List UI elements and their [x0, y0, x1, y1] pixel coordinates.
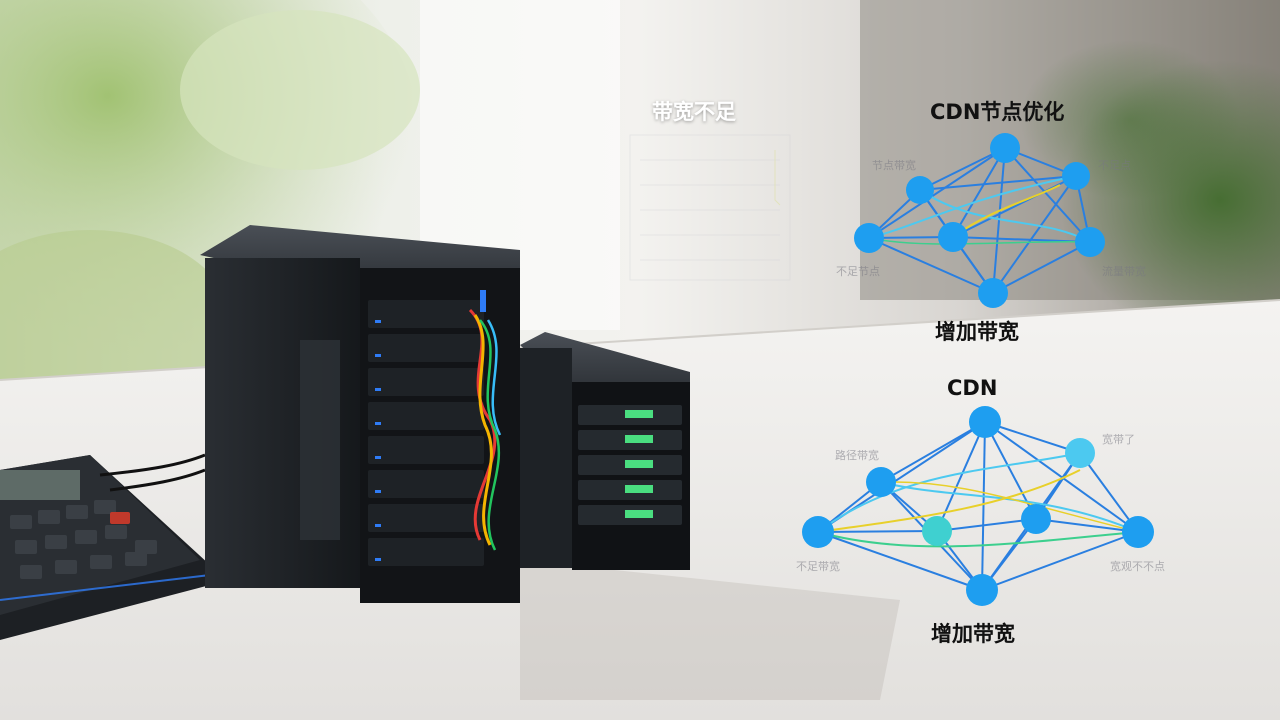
- label-bandwidth-shortage: 带宽不足: [652, 100, 736, 124]
- faint-label: 不足点: [1098, 159, 1131, 172]
- keyboard: [0, 453, 211, 640]
- network-node: [1021, 504, 1051, 534]
- faint-label: 节点带宽: [872, 159, 916, 172]
- network-bottom-nodes: [802, 406, 1154, 606]
- label-increase-bandwidth-bottom: 增加带宽: [931, 622, 1015, 646]
- network-node: [990, 133, 1020, 163]
- server-small: [520, 332, 690, 570]
- network-node: [978, 278, 1008, 308]
- network-node: [866, 467, 896, 497]
- faint-label: 不足节点: [836, 265, 880, 278]
- network-node: [802, 516, 834, 548]
- label-increase-bandwidth-top: 增加带宽: [935, 320, 1019, 344]
- network-bottom: [817, 421, 1139, 591]
- network-node: [1075, 227, 1105, 257]
- network-node: [906, 176, 934, 204]
- faint-label: 路径带宽: [835, 449, 879, 462]
- label-cdn-optimization: CDN节点优化: [930, 100, 1065, 124]
- server-large: [200, 225, 520, 603]
- faint-label: 流量带宽: [1102, 265, 1146, 278]
- network-node: [1065, 438, 1095, 468]
- faint-label: 宽带了: [1102, 433, 1135, 446]
- network-node: [922, 516, 952, 546]
- network-node: [854, 223, 884, 253]
- faint-label: 宽观不不点: [1110, 560, 1165, 573]
- network-top-nodes: [854, 133, 1105, 308]
- faint-label: 不足带宽: [796, 560, 840, 573]
- network-node: [969, 406, 1001, 438]
- faint-chart: [629, 134, 791, 281]
- label-cdn: CDN: [947, 376, 998, 400]
- network-node: [1122, 516, 1154, 548]
- network-node: [1062, 162, 1090, 190]
- network-node: [938, 222, 968, 252]
- network-node: [966, 574, 998, 606]
